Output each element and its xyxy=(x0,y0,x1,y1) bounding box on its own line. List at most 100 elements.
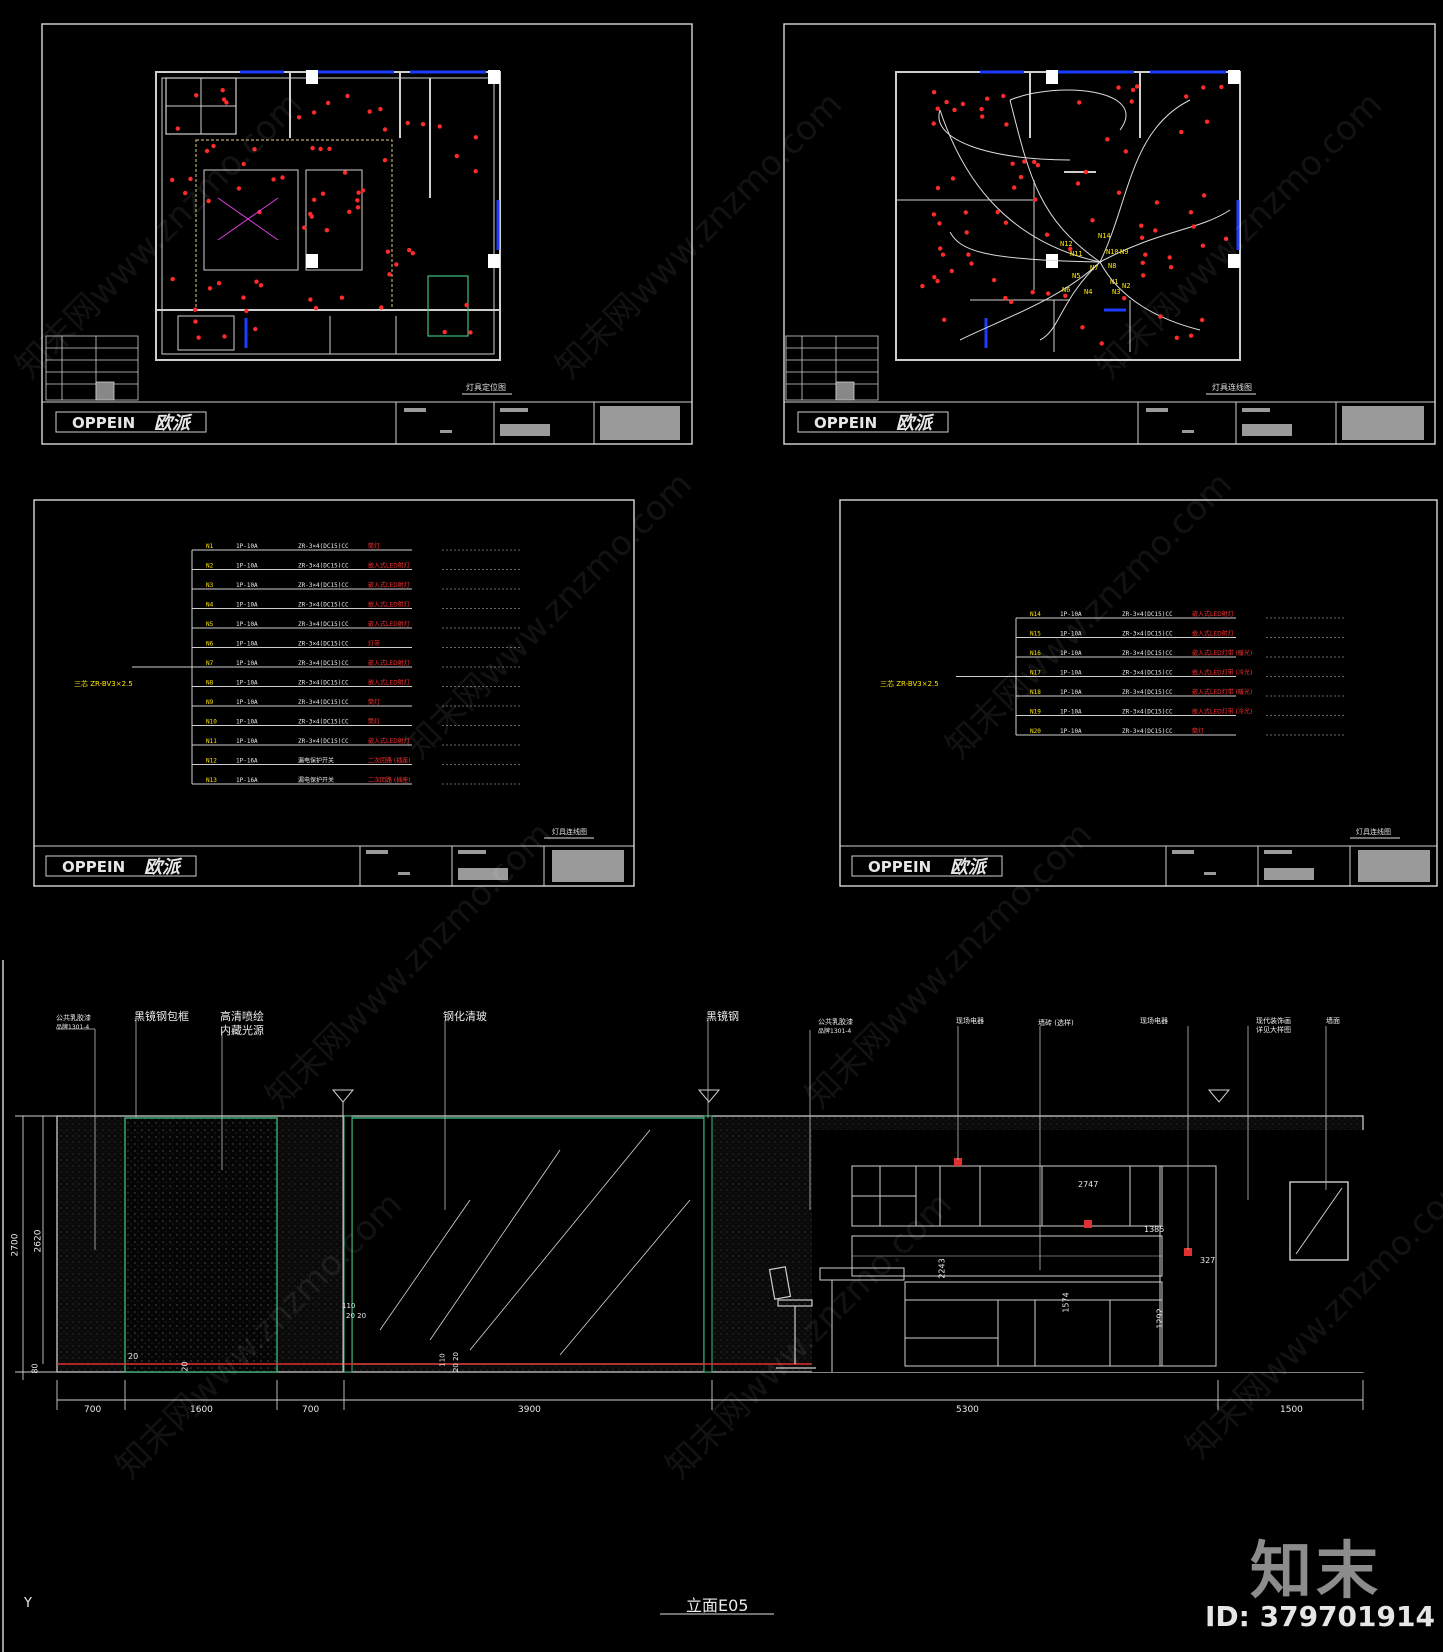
light-fixture xyxy=(378,106,383,112)
light-fixture xyxy=(194,93,199,98)
circuit-id: N9 xyxy=(206,699,214,706)
light-fixture xyxy=(1116,190,1122,195)
cable-spec: ZR-3×4(DC15)CC xyxy=(1122,611,1173,618)
circuit-id: N15 xyxy=(1030,631,1041,638)
light-fixture xyxy=(345,93,350,99)
light-fixture xyxy=(1063,293,1068,298)
circuit-id: N5 xyxy=(206,621,214,628)
light-fixture xyxy=(320,191,326,196)
light-fixture xyxy=(1134,84,1140,89)
light-fixture xyxy=(1184,94,1189,99)
wall-art-frame xyxy=(1289,1181,1349,1261)
load-note: 嵌入式LED灯带 (暖光) xyxy=(1192,649,1252,657)
brand-logo-cn: 欧派 xyxy=(144,857,183,878)
light-fixture xyxy=(253,326,258,332)
light-fixture xyxy=(420,122,426,127)
callout-leaders xyxy=(57,1020,1327,1270)
main-feeder-label: 三芯 ZR-BV3×2.5 xyxy=(880,679,939,688)
svg-text:N5: N5 xyxy=(1072,272,1080,280)
light-fixture xyxy=(950,176,956,181)
light-fixture xyxy=(244,308,249,314)
sheet-title: 灯具定位图 xyxy=(466,382,506,392)
light-fixture xyxy=(356,190,361,195)
light-fixture xyxy=(1188,333,1194,338)
light-fixture xyxy=(442,329,447,335)
light-fixture xyxy=(980,114,985,119)
cable-spec: ZR-3×4(DC15)CC xyxy=(298,738,349,745)
light-fixture xyxy=(1153,228,1158,233)
cable-spec: ZR-3×4(DC15)CC xyxy=(298,680,349,687)
cable-spec: ZR-3×4(DC15)CC xyxy=(1122,709,1173,716)
light-fixture xyxy=(1077,100,1082,105)
light-fixture xyxy=(308,297,313,302)
circuit-id: N11 xyxy=(206,738,217,745)
light-fixture xyxy=(1123,149,1129,154)
load-note: 嵌入式LED射灯 xyxy=(368,581,410,589)
light-fixture xyxy=(183,190,188,196)
light-fixture xyxy=(979,106,984,112)
sheet-lighting-layout: OPPEIN 欧派 灯具定位图 xyxy=(41,23,693,445)
breaker-spec: 1P-10A xyxy=(236,602,258,609)
light-fixture xyxy=(207,286,213,291)
legend-table xyxy=(45,335,139,401)
sheet-title: 灯具连线图 xyxy=(1212,382,1252,392)
cable-spec: ZR-3×4(DC15)CC xyxy=(1122,631,1173,638)
circuit-id: N8 xyxy=(206,680,214,687)
light-fixture xyxy=(360,188,366,193)
light-fixture xyxy=(1075,181,1081,186)
light-fixture xyxy=(1143,252,1148,257)
light-fixture xyxy=(1046,291,1051,296)
light-fixture xyxy=(342,170,348,175)
breaker-spec: 1P-10A xyxy=(1060,650,1082,657)
light-fixture xyxy=(464,302,469,308)
light-fixture xyxy=(1201,85,1206,90)
light-fixture xyxy=(949,268,954,274)
light-fixture xyxy=(437,124,442,129)
light-fixture xyxy=(1033,197,1038,202)
light-fixture xyxy=(1003,295,1008,301)
light-fixture xyxy=(379,305,384,310)
light-fixture xyxy=(969,261,974,266)
light-fixture xyxy=(1004,122,1009,127)
light-fixture xyxy=(1140,260,1146,265)
light-fixture xyxy=(192,307,198,312)
light-fixture xyxy=(1154,200,1160,205)
cable-spec: ZR-3×4(DC15)CC xyxy=(298,543,349,550)
light-fixture xyxy=(1009,299,1014,305)
load-note: 嵌入式LED灯带 (冷光) xyxy=(1192,669,1252,677)
breaker-spec: 1P-10A xyxy=(236,738,258,745)
brand-logo-cn: 欧派 xyxy=(154,413,193,434)
light-fixture xyxy=(931,90,937,95)
circuit-id: N14 xyxy=(1030,611,1041,618)
light-fixture xyxy=(1035,163,1041,168)
light-fixture xyxy=(355,205,361,210)
svg-text:N1: N1 xyxy=(1110,278,1118,286)
circuit-id: N4 xyxy=(206,602,214,609)
light-fixture xyxy=(468,330,473,335)
tempered-glass-panel xyxy=(351,1117,705,1365)
circuit-id: N13 xyxy=(206,777,217,784)
light-fixture xyxy=(170,276,175,282)
cable-spec: 漏电保护开关 xyxy=(298,776,334,784)
sheet-title: 灯具连线图 xyxy=(552,827,587,836)
light-fixture xyxy=(206,198,211,204)
light-fixture xyxy=(241,161,246,167)
light-fixture xyxy=(318,146,323,152)
load-note: 二次回路 (插座) xyxy=(368,757,411,765)
breaker-spec: 1P-10A xyxy=(236,621,258,628)
light-fixture xyxy=(188,176,193,182)
svg-text:N3: N3 xyxy=(1112,288,1120,296)
light-fixture xyxy=(1080,325,1085,330)
breaker-spec: 1P-10A xyxy=(236,543,258,550)
circuit-id: N3 xyxy=(206,582,214,589)
wiring-curves xyxy=(938,89,1231,341)
breaker-spec: 1P-10A xyxy=(1060,670,1082,677)
load-note: 嵌入式LED射灯 xyxy=(368,659,410,667)
light-fixture xyxy=(222,334,227,339)
cable-spec: 漏电保护开关 xyxy=(298,757,334,765)
light-fixture xyxy=(1174,335,1180,340)
cable-spec: ZR-3×4(DC15)CC xyxy=(298,719,349,726)
